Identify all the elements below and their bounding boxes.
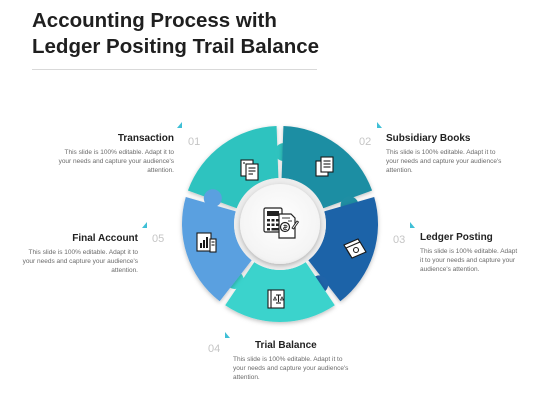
balance-book-icon — [267, 289, 285, 309]
title-line-2: Ledger Positing Trail Balance — [32, 35, 320, 58]
money-stack-icon — [343, 238, 367, 259]
step-description: This slide is 100% editable. Adapt it to… — [233, 356, 349, 381]
title-divider — [32, 69, 317, 70]
step-final-account: Final Account This slide is 100% editabl… — [20, 233, 138, 275]
step-marker-triangle — [142, 222, 147, 228]
step-subsidiary-books: Subsidiary Books This slide is 100% edit… — [386, 133, 508, 175]
step-number: 02 — [359, 136, 372, 148]
step-marker-triangle — [377, 122, 382, 128]
segment-ledger-posting — [308, 196, 378, 302]
step-title: Ledger Posting — [420, 232, 493, 243]
step-number: 05 — [152, 233, 165, 245]
step-number: 04 — [208, 343, 221, 355]
step-title: Transaction — [117, 133, 174, 144]
step-number: 03 — [393, 234, 406, 246]
step-marker-triangle — [177, 122, 182, 128]
report-icon — [196, 232, 217, 253]
step-description: This slide is 100% editable. Adapt it to… — [386, 149, 502, 174]
segment-final-account — [182, 196, 252, 302]
invoice-icon — [240, 159, 259, 181]
step-marker-triangle — [225, 332, 230, 338]
step-ledger-posting: Ledger Posting This slide is 100% editab… — [420, 232, 520, 274]
calculator-document-icon — [263, 207, 300, 239]
step-description: This slide is 100% editable. Adapt it to… — [420, 248, 518, 273]
step-description: This slide is 100% editable. Adapt it to… — [22, 249, 138, 274]
step-description: This slide is 100% editable. Adapt it to… — [58, 149, 174, 174]
puzzle-knob — [203, 189, 222, 208]
title-line-1: Accounting Process with — [32, 9, 277, 32]
documents-icon — [315, 156, 334, 177]
step-transaction: Transaction This slide is 100% editable.… — [52, 133, 174, 175]
slide-title: Accounting Process with Ledger Positing … — [32, 8, 452, 60]
puzzle-segments — [182, 126, 378, 323]
step-title: Trial Balance — [255, 340, 317, 351]
step-title: Final Account — [72, 233, 138, 244]
step-number: 01 — [188, 136, 201, 148]
step-trial-balance: Trial Balance This slide is 100% editabl… — [233, 340, 353, 382]
step-title: Subsidiary Books — [386, 133, 471, 144]
step-marker-triangle — [410, 222, 415, 228]
segment-transaction — [187, 126, 279, 209]
